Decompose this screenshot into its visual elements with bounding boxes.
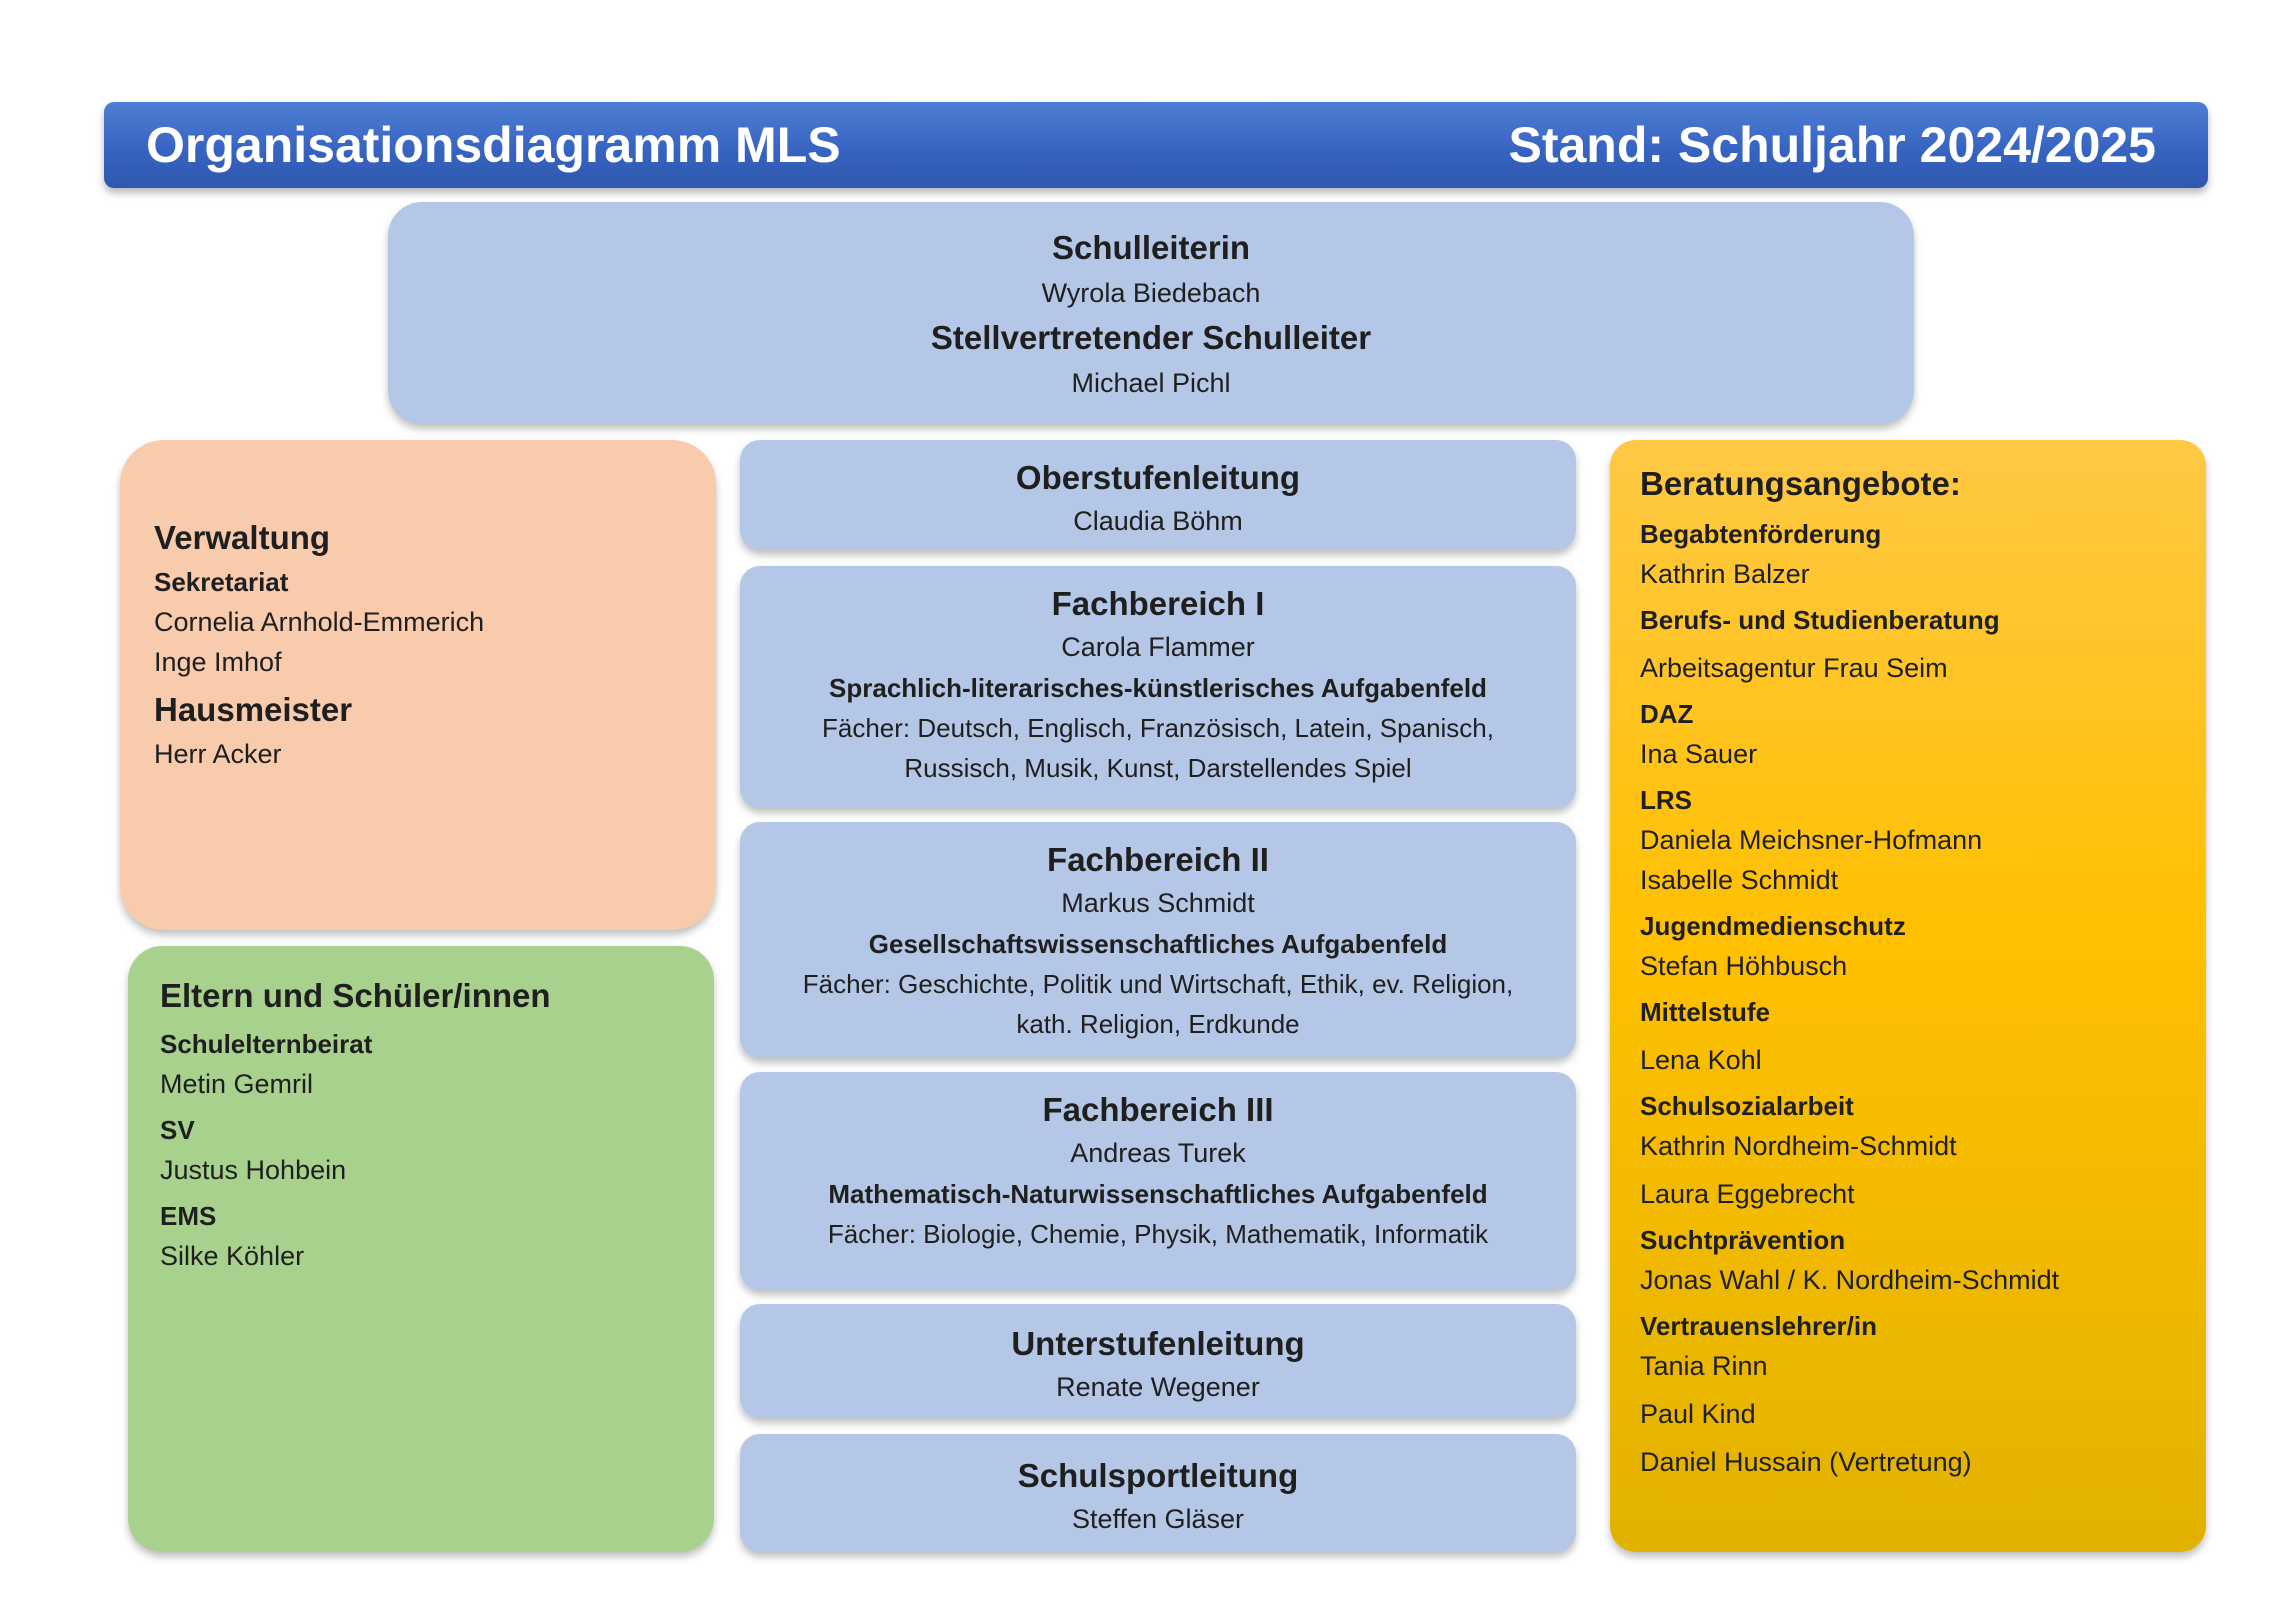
beratung-item-label: Jugendmedienschutz [1640, 911, 1906, 941]
beratung-item-label: DAZ [1640, 699, 1694, 729]
beratung-item-label: LRS [1640, 785, 1692, 815]
eltern-item-name: Silke Köhler [160, 1241, 305, 1271]
beratung-item-label: Mittelstufe [1640, 997, 1770, 1027]
eltern-item-name: Justus Hohbein [160, 1155, 347, 1185]
oberstufe-name: Claudia Böhm [1073, 506, 1243, 536]
beratung-item-name: Kathrin Nordheim-Schmidt [1640, 1131, 1957, 1161]
beratung-item-name: Daniela Meichsner-Hofmann [1640, 825, 1983, 855]
beratung-item-label: Begabtenförderung [1640, 519, 1882, 549]
fachbereich-3-box: Fachbereich III Andreas Turek Mathematis… [740, 1072, 1576, 1290]
eltern-item-label: SV [160, 1115, 195, 1145]
beratung-item-label: Berufs- und Studienberatung [1640, 605, 2000, 635]
beratung-item-label: Suchtprävention [1640, 1225, 1846, 1255]
fb3-title: Fachbereich III [1042, 1091, 1274, 1128]
eltern-item-name: Metin Gemril [160, 1069, 314, 1099]
beratung-item-name: Paul Kind [1640, 1399, 1756, 1429]
hausmeister-name: Herr Acker [154, 739, 282, 769]
fb3-feld: Mathematisch-Naturwissenschaftliches Auf… [828, 1179, 1488, 1209]
beratung-item-label: Schulsozialarbeit [1640, 1091, 1854, 1121]
oberstufe-box: Oberstufenleitung Claudia Böhm [740, 440, 1576, 550]
beratung-item-name: Daniel Hussain (Vertretung) [1640, 1447, 1972, 1477]
fb1-feld: Sprachlich-literarisches-künstlerisches … [829, 673, 1487, 703]
beratung-item-name: Ina Sauer [1640, 739, 1758, 769]
page-title: Organisationsdiagramm MLS [146, 117, 841, 173]
schulsport-title: Schulsportleitung [1017, 1457, 1299, 1494]
school-year: Stand: Schuljahr 2024/2025 [1508, 117, 2156, 173]
unterstufe-box: Unterstufenleitung Renate Wegener [740, 1304, 1576, 1418]
sekretariat-name: Cornelia Arnhold-Emmerich [154, 607, 485, 637]
schulsport-box: Schulsportleitung Steffen Gläser [740, 1434, 1576, 1552]
fb1-faecher: Fächer: Deutsch, Englisch, Französisch, … [822, 713, 1494, 743]
fb1-name: Carola Flammer [1061, 632, 1255, 662]
beratung-item-name: Isabelle Schmidt [1640, 865, 1839, 895]
fb2-faecher: Fächer: Geschichte, Politik und Wirtscha… [802, 969, 1514, 999]
sekretariat-label: Sekretariat [154, 567, 289, 597]
stellv-label: Stellvertretender Schulleiter [930, 319, 1372, 356]
stellv-name: Michael Pichl [1071, 368, 1231, 398]
beratung-title: Beratungsangebote: [1640, 465, 1961, 502]
fb3-name: Andreas Turek [1070, 1138, 1246, 1168]
eltern-item-label: EMS [160, 1201, 217, 1231]
beratung-item-name: Jonas Wahl / K. Nordheim-Schmidt [1640, 1265, 2060, 1295]
beratung-box: Beratungsangebote: Begabtenförderung Kat… [1610, 440, 2206, 1552]
beratung-item-name: Tania Rinn [1640, 1351, 1768, 1381]
hausmeister-label: Hausmeister [154, 691, 353, 728]
fb2-faecher: kath. Religion, Erdkunde [1016, 1009, 1300, 1039]
eltern-item-label: Schulelternbeirat [160, 1029, 373, 1059]
oberstufe-title: Oberstufenleitung [1015, 459, 1301, 496]
beratung-item-label: Vertrauenslehrer/in [1640, 1311, 1877, 1341]
fb1-faecher: Russisch, Musik, Kunst, Darstellendes Sp… [904, 753, 1412, 783]
sekretariat-name: Inge Imhof [154, 647, 282, 677]
fb3-faecher: Fächer: Biologie, Chemie, Physik, Mathem… [827, 1219, 1489, 1249]
beratung-item-name: Stefan Höhbusch [1640, 951, 1848, 981]
fb2-name: Markus Schmidt [1061, 888, 1255, 918]
fachbereich-1-box: Fachbereich I Carola Flammer Sprachlich-… [740, 566, 1576, 808]
fb1-title: Fachbereich I [1051, 585, 1265, 622]
schulleiterin-label: Schulleiterin [1051, 229, 1251, 266]
unterstufe-name: Renate Wegener [1056, 1372, 1260, 1402]
eltern-box: Eltern und Schüler/innen Schulelternbeir… [128, 946, 714, 1552]
beratung-item-name: Lena Kohl [1640, 1045, 1762, 1075]
beratung-item-name: Arbeitsagentur Frau Seim [1640, 653, 1948, 683]
beratung-item-name: Laura Eggebrecht [1640, 1179, 1855, 1209]
fachbereich-2-box: Fachbereich II Markus Schmidt Gesellscha… [740, 822, 1576, 1058]
verwaltung-title: Verwaltung [154, 519, 331, 556]
unterstufe-title: Unterstufenleitung [1011, 1325, 1305, 1362]
fb2-feld: Gesellschaftswissenschaftliches Aufgaben… [868, 929, 1448, 959]
fb2-title: Fachbereich II [1047, 841, 1269, 878]
eltern-title: Eltern und Schüler/innen [160, 977, 551, 1014]
leitung-box: Schulleiterin Wyrola Biedebach Stellvert… [388, 202, 1914, 424]
verwaltung-box: Verwaltung Sekretariat Cornelia Arnhold-… [120, 440, 716, 930]
beratung-item-name: Kathrin Balzer [1640, 559, 1810, 589]
schulsport-name: Steffen Gläser [1071, 1504, 1245, 1534]
header-banner: Organisationsdiagramm MLS Stand: Schulja… [104, 102, 2208, 188]
schulleiterin-name: Wyrola Biedebach [1041, 278, 1261, 308]
